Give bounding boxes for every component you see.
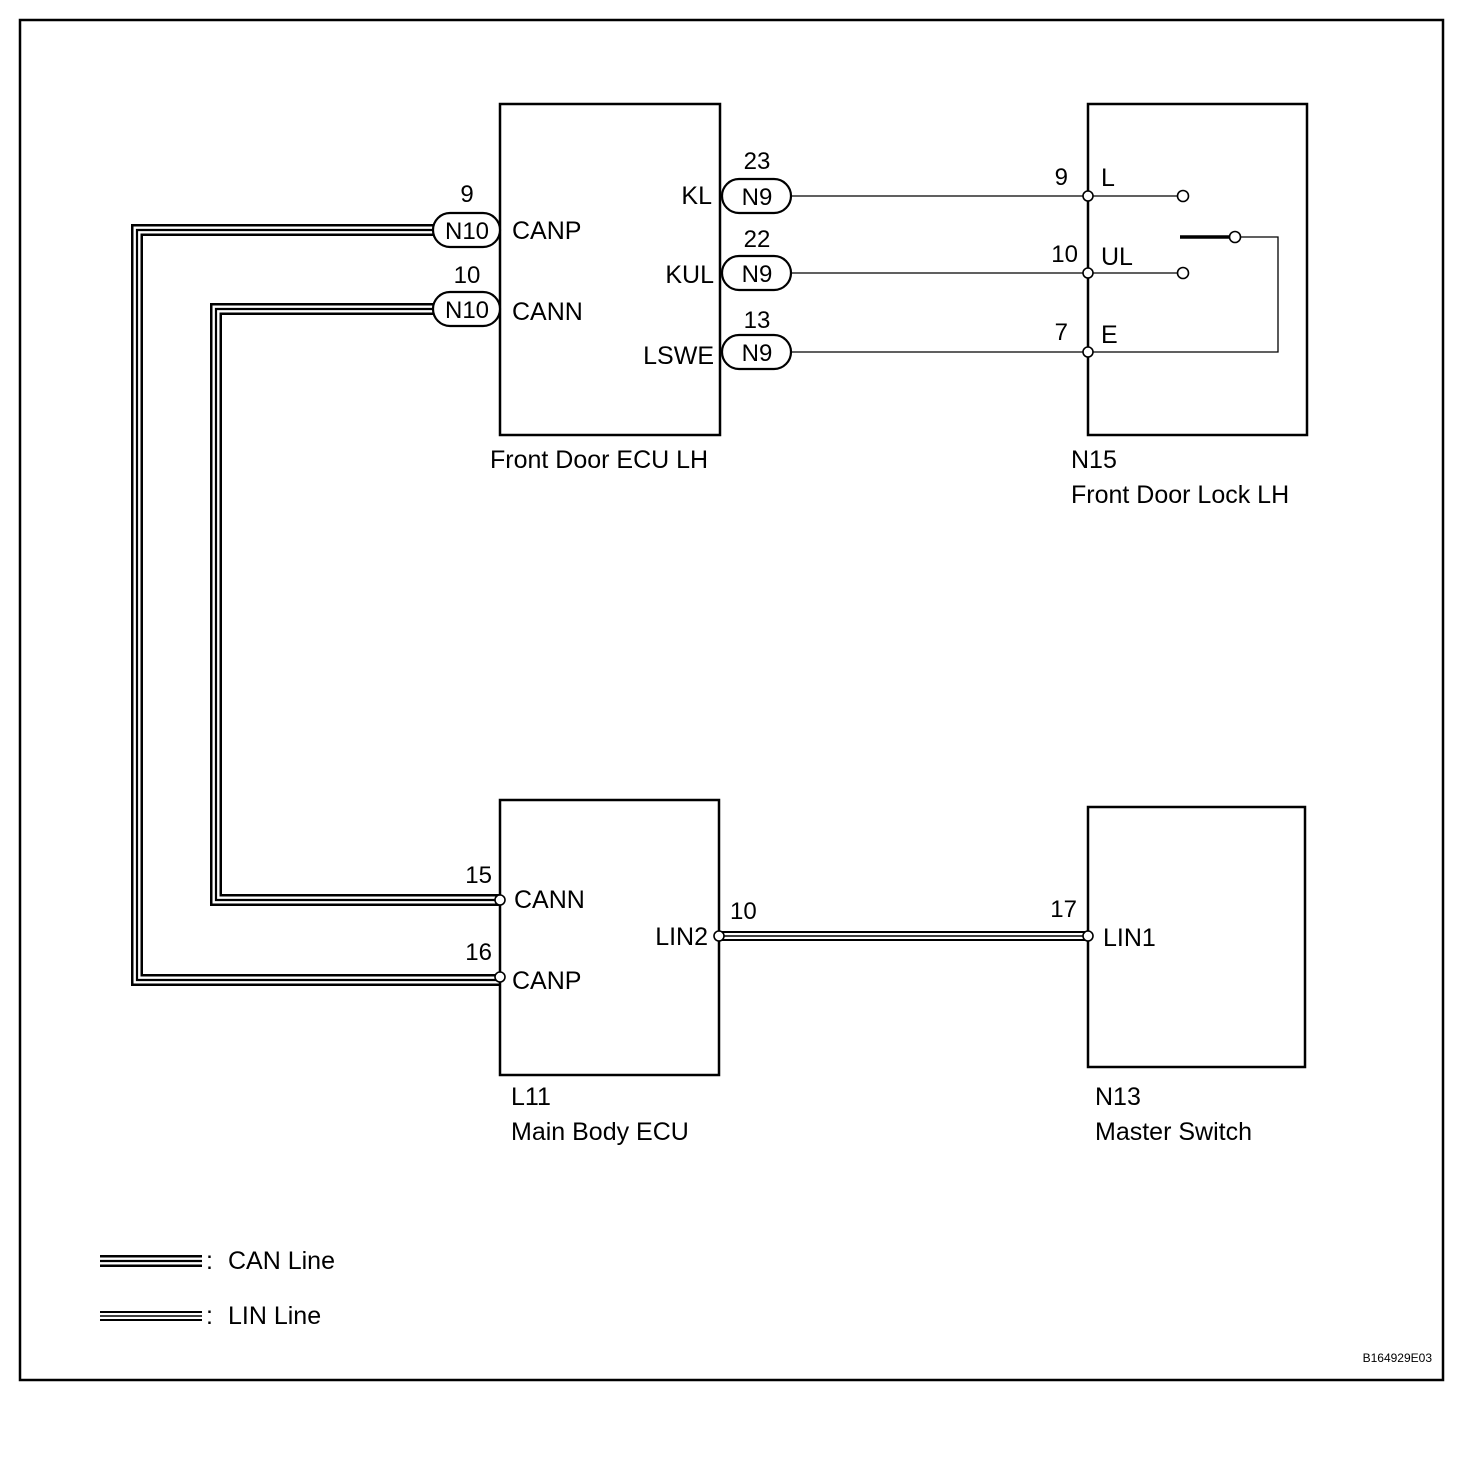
terminal-label: E	[1101, 321, 1118, 349]
legend-separator: :	[206, 1247, 213, 1275]
diagram-frame	[18, 18, 1445, 1382]
connector-label: N10	[445, 297, 489, 324]
pin-number: 10	[730, 898, 757, 925]
pin-number: 9	[1055, 164, 1068, 191]
pin-number: 13	[744, 307, 771, 334]
terminal-label: CANP	[512, 217, 581, 245]
component-name: Front Door Lock LH	[1071, 481, 1289, 509]
terminal-label: LSWE	[643, 342, 714, 370]
terminal-label: CANP	[512, 967, 581, 995]
terminal-dot	[1082, 930, 1094, 942]
connector-label: N9	[742, 261, 773, 288]
terminal-dot	[1082, 267, 1094, 279]
component-name: Main Body ECU	[511, 1118, 689, 1146]
terminal-label: UL	[1101, 243, 1133, 271]
legend-label: CAN Line	[228, 1247, 335, 1275]
switch-contact	[1176, 266, 1190, 280]
terminal-label: L	[1101, 164, 1115, 192]
legend-can: : CAN Line	[100, 1247, 335, 1275]
can-wire-cann	[210, 303, 500, 906]
component-code: N13	[1095, 1083, 1141, 1111]
pin-number: 9	[460, 181, 473, 208]
figure-code: B164929E03	[1363, 1351, 1433, 1365]
connector-n10-cann: N10	[431, 290, 502, 328]
pin-number: 10	[454, 262, 481, 289]
component-code: L11	[511, 1083, 551, 1111]
pin-number: 7	[1055, 319, 1068, 346]
legend-label: LIN Line	[228, 1302, 321, 1330]
pin-number: 10	[1051, 241, 1078, 268]
terminal-label: KUL	[665, 261, 714, 289]
pin-number: 22	[744, 226, 771, 253]
terminal-dot	[713, 930, 725, 942]
connector-n9-kul: N9	[720, 254, 793, 292]
terminal-dot	[494, 894, 506, 906]
terminal-label: LIN2	[655, 923, 708, 951]
terminal-label: LIN1	[1103, 924, 1156, 952]
pin-number: 16	[465, 939, 492, 966]
switch-pivot	[1228, 230, 1242, 244]
terminal-label: CANN	[512, 298, 583, 326]
can-wire-canp	[131, 224, 500, 986]
lock-wire-e	[1093, 236, 1279, 353]
component-name: Master Switch	[1095, 1118, 1252, 1146]
terminal-dot	[494, 971, 506, 983]
connector-n10-canp: N10	[431, 211, 502, 249]
pin-number: 17	[1050, 896, 1077, 923]
connector-n9-kl: N9	[720, 177, 793, 215]
component-code: N15	[1071, 446, 1117, 474]
terminal-dot	[1082, 346, 1094, 358]
terminal-dot	[1082, 190, 1094, 202]
component-name: Front Door ECU LH	[490, 446, 708, 474]
terminal-label: KL	[681, 182, 712, 210]
pin-number: 23	[744, 148, 771, 175]
connector-label: N9	[742, 340, 773, 367]
legend-separator: :	[206, 1302, 213, 1330]
legend-lin: : LIN Line	[100, 1302, 321, 1330]
pin-number: 15	[465, 862, 492, 889]
connector-label: N9	[742, 184, 773, 211]
front-door-ecu-box	[498, 102, 722, 437]
connector-n9-lswe: N9	[720, 333, 793, 371]
connector-label: N10	[445, 218, 489, 245]
terminal-label: CANN	[514, 886, 585, 914]
switch-contact	[1176, 189, 1190, 203]
